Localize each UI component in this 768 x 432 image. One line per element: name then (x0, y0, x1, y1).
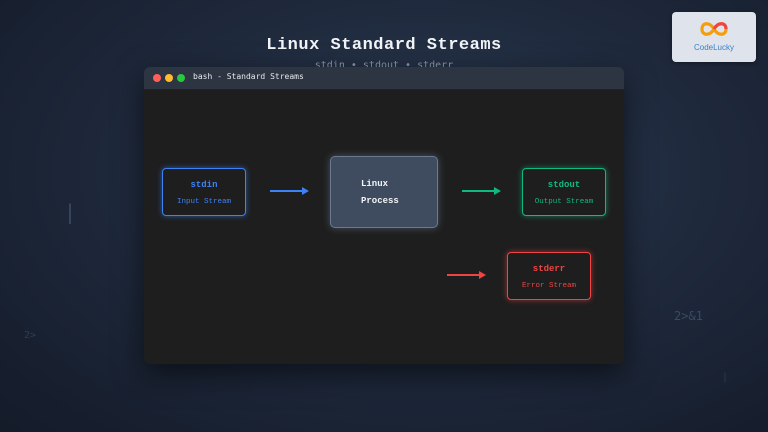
linux-process-box: Linux Process (330, 156, 438, 228)
bg-glyph-pipe-small: | (722, 372, 728, 383)
stdin-label: stdin (163, 180, 245, 190)
window-title: bash - Standard Streams (193, 72, 304, 81)
stdout-label: stdout (523, 180, 605, 190)
page-title: Linux Standard Streams (0, 36, 768, 55)
bg-glyph-pipe: | (64, 200, 76, 224)
stderr-box: stderr Error Stream (507, 252, 591, 300)
infinity-logo-icon (697, 18, 731, 40)
bg-glyph-stderr-redirect: 2> (24, 330, 36, 341)
process-label-line2: Process (361, 196, 399, 206)
maximize-icon[interactable] (177, 74, 185, 82)
window-titlebar[interactable]: bash - Standard Streams (144, 67, 624, 90)
arrow-right-icon (268, 186, 310, 196)
stdout-description: Output Stream (523, 198, 605, 206)
process-label-line1: Linux (361, 179, 388, 189)
stderr-label: stderr (508, 264, 590, 274)
close-icon[interactable] (153, 74, 161, 82)
stdout-box: stdout Output Stream (522, 168, 606, 216)
arrow-right-icon (445, 270, 487, 280)
arrow-right-icon (460, 186, 502, 196)
minimize-icon[interactable] (165, 74, 173, 82)
brand-name: CodeLucky (672, 43, 756, 52)
bg-glyph-redirect: 2>&1 (674, 309, 703, 323)
brand-badge[interactable]: CodeLucky (672, 12, 756, 62)
stdin-description: Input Stream (163, 198, 245, 206)
terminal-window: bash - Standard Streams stdin Input Stre… (144, 67, 624, 364)
stdin-box: stdin Input Stream (162, 168, 246, 216)
stderr-description: Error Stream (508, 282, 590, 290)
